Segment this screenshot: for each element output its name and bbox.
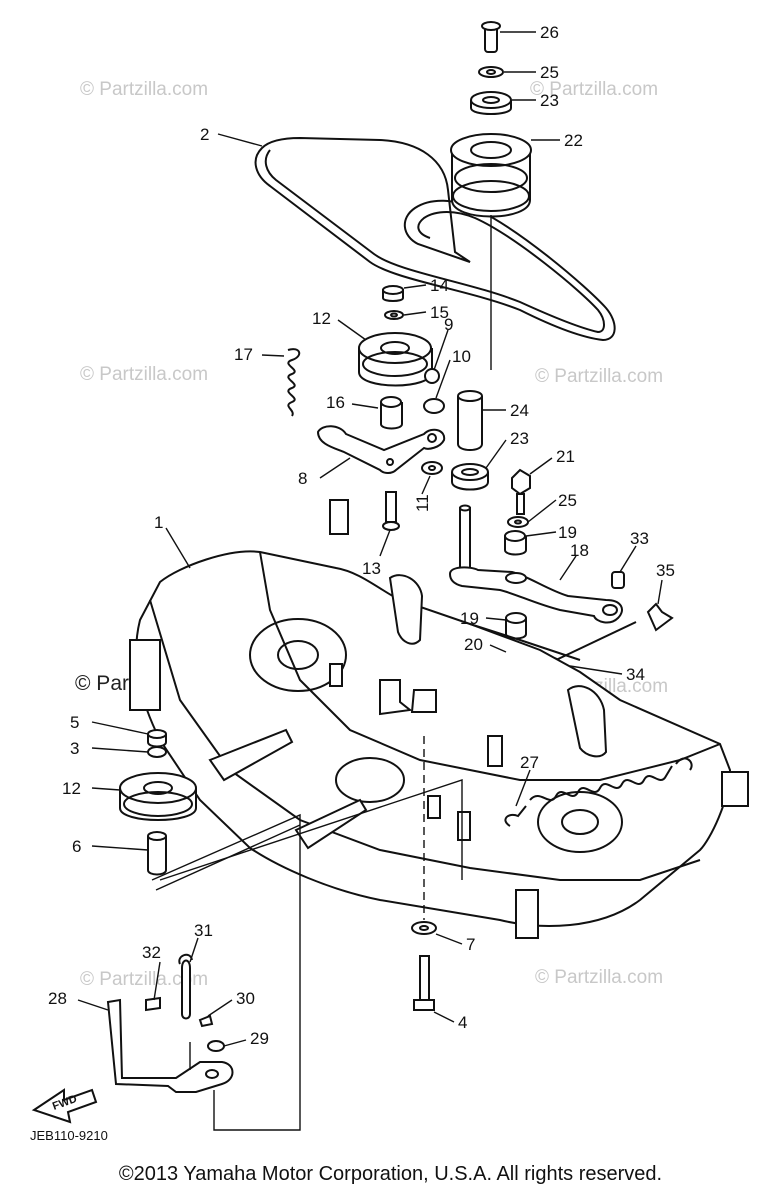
tension-arm-hardware [504,468,531,556]
watermark: © Partzilla.com [530,79,658,100]
callout-23[interactable]: 23 [540,91,559,110]
top-pulley-assembly [450,21,532,370]
callout-18[interactable]: 18 [570,541,589,560]
callout-21[interactable]: 21 [556,447,575,466]
callout-28[interactable]: 28 [48,989,67,1008]
callout-30[interactable]: 30 [236,989,255,1008]
callout-31[interactable]: 31 [194,921,213,940]
callout-15[interactable]: 15 [430,303,449,322]
watermark: © Partzilla.com [80,79,208,100]
callout-4[interactable]: 4 [458,1013,467,1032]
callout-8[interactable]: 8 [298,469,307,488]
watermark: © Partzilla.com [535,967,663,988]
callout-5[interactable]: 5 [70,713,79,732]
v-belt [254,136,616,342]
callout-24[interactable]: 24 [510,401,529,420]
diagram-code: JEB110-9210 [30,1128,108,1143]
callout-17[interactable]: 17 [234,345,253,364]
callout-2[interactable]: 2 [200,125,209,144]
watermarks: © Partzilla.com © Partzilla.com © Partzi… [75,79,668,990]
idler-pulley-upper [358,285,445,414]
deck-spring [504,757,693,827]
callout-22[interactable]: 22 [564,131,583,150]
spring [287,348,301,417]
callout-35[interactable]: 35 [656,561,675,580]
callout-12b[interactable]: 12 [62,779,81,798]
watermark: © Partzilla.com [80,969,208,990]
spindle-collar [451,390,489,491]
callout-20[interactable]: 20 [464,635,483,654]
watermark: © Partzilla.com [535,366,663,387]
callout-29[interactable]: 29 [250,1029,269,1048]
callout-23b[interactable]: 23 [510,429,529,448]
callout-13[interactable]: 13 [362,559,381,578]
leader-lines [77,31,663,1047]
idler-arm-assembly [316,396,446,531]
height-bracket [106,779,463,1131]
tension-arm [448,504,623,624]
callout-10[interactable]: 10 [452,347,471,366]
callout-9[interactable]: 9 [444,315,453,334]
callout-33[interactable]: 33 [630,529,649,548]
callout-27[interactable]: 27 [520,753,539,772]
callout-12[interactable]: 12 [312,309,331,328]
callout-34[interactable]: 34 [626,665,645,684]
callout-6[interactable]: 6 [72,837,81,856]
callout-11[interactable]: 11 [413,494,432,512]
callout-7[interactable]: 7 [466,935,475,954]
callout-19[interactable]: 19 [558,523,577,542]
callout-labels: 26 25 23 22 2 14 15 12 9 10 17 16 24 23 … [48,23,675,1048]
callout-1[interactable]: 1 [154,513,163,532]
callout-3[interactable]: 3 [70,739,79,758]
copyright-notice: ©2013 Yamaha Motor Corporation, U.S.A. A… [118,1163,663,1185]
lower-idler-pulley [119,729,301,990]
callout-25[interactable]: 25 [540,63,559,82]
callout-16[interactable]: 16 [326,393,345,412]
callout-32[interactable]: 32 [142,943,161,962]
callout-25b[interactable]: 25 [558,491,577,510]
callout-14[interactable]: 14 [430,276,449,295]
watermark: © Partzilla.com [80,364,208,385]
fwd-arrow: FWD [31,1088,98,1124]
callout-19b[interactable]: 19 [460,609,479,628]
callout-26[interactable]: 26 [540,23,559,42]
spindle-bolt [411,736,437,1011]
